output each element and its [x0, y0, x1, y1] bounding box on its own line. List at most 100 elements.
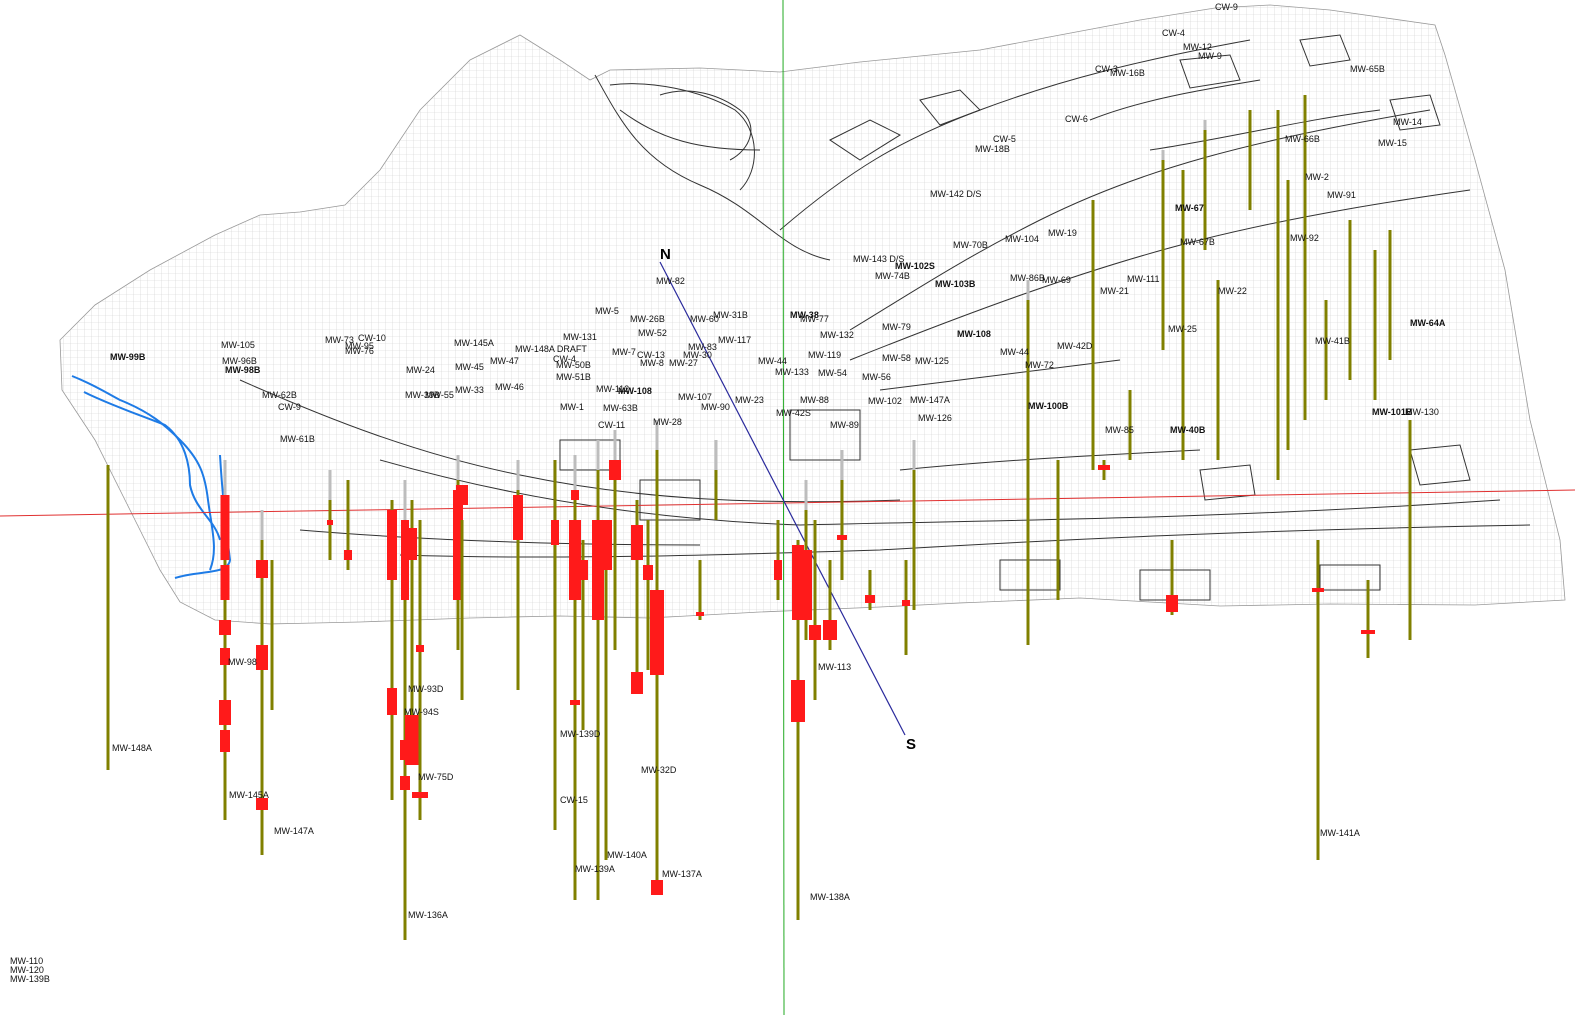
plan-label: CW-6: [1065, 114, 1088, 124]
plan-label: MW-102S: [895, 261, 935, 271]
borehole-casing: [106, 465, 110, 770]
borehole-screen: [570, 700, 580, 705]
plan-label: MW-79: [882, 322, 911, 332]
borehole: [219, 460, 231, 820]
plan-label: MW-92: [1290, 233, 1319, 243]
plan-label: MW-99B: [110, 352, 146, 362]
borehole: [1408, 420, 1412, 640]
plan-label: MW-130: [1405, 407, 1439, 417]
linework-path: [849, 109, 1431, 331]
section-line-ns: [659, 261, 906, 736]
well-depth-label: CW-15: [560, 795, 588, 805]
borehole-screen: [412, 792, 428, 798]
borehole-screen: [696, 612, 704, 616]
borehole-casing: [840, 480, 844, 580]
borehole-upper-segment: [912, 440, 916, 470]
borehole-casing: [270, 560, 274, 710]
plan-label: MW-111: [1127, 274, 1160, 284]
borehole-screen: [407, 528, 417, 560]
linework-path: [899, 449, 1201, 471]
borehole: [800, 480, 812, 640]
well-depth-label: MW-137A: [662, 869, 702, 879]
plan-label: MW-30: [683, 350, 712, 360]
plan-label: MW-145A: [454, 338, 494, 348]
borehole-casing: [1408, 420, 1412, 640]
plan-label: MW-26B: [630, 314, 665, 324]
plan-label: MW-74B: [875, 271, 910, 281]
well-depth-label: MW-147A: [274, 826, 314, 836]
borehole-casing: [1091, 200, 1095, 470]
borehole-casing: [828, 560, 832, 650]
plan-label: MW-58: [882, 353, 911, 363]
borehole: [631, 500, 643, 694]
borehole-casing: [1056, 460, 1060, 600]
borehole: [106, 465, 110, 770]
borehole-casing: [1366, 580, 1370, 658]
borehole-upper-segment: [1203, 120, 1207, 130]
plan-label: MW-42S: [776, 408, 811, 418]
borehole-casing: [1181, 170, 1185, 460]
borehole: [578, 540, 588, 730]
borehole-screen: [219, 620, 231, 635]
well-depth-label: MW-94S: [404, 707, 439, 717]
borehole-screen: [405, 715, 419, 765]
plan-label: CW-9: [1215, 2, 1238, 12]
plan-label: MW-76: [345, 346, 374, 356]
well-depth-label: MW-139D: [560, 729, 601, 739]
linework-path: [1389, 94, 1441, 131]
borehole: [569, 455, 581, 900]
borehole-casing: [613, 460, 617, 650]
linework-path: [1149, 109, 1381, 151]
linework-path: [879, 359, 1121, 391]
plan-label: MW-46: [495, 382, 524, 392]
borehole: [609, 430, 621, 650]
borehole-casing: [904, 560, 908, 655]
linework-path: [659, 90, 752, 161]
borehole: [1303, 95, 1307, 420]
plan-label: CW-10: [358, 333, 386, 343]
borehole-casing: [1316, 540, 1320, 860]
plan-label: MW-56: [862, 372, 891, 382]
borehole: [1373, 250, 1377, 400]
borehole: [256, 510, 268, 855]
plan-label: MW-38: [790, 310, 819, 320]
well-depth-label: MW-139A: [575, 864, 615, 874]
borehole: [456, 485, 468, 700]
borehole-screen: [219, 700, 231, 725]
well-depth-label: MW-140A: [607, 850, 647, 860]
plan-label: MW-65B: [1350, 64, 1385, 74]
plan-label: MW-54: [818, 368, 847, 378]
borehole: [1128, 390, 1132, 460]
borehole-casing: [714, 470, 718, 520]
borehole-casing: [1373, 250, 1377, 400]
borehole-casing: [516, 490, 520, 690]
vertical-axis-line: [782, 0, 785, 1015]
well-depth-label: MW-141A: [1320, 828, 1360, 838]
borehole-casing: [260, 540, 264, 855]
borehole: [1056, 460, 1060, 600]
borehole-casing: [1170, 540, 1174, 615]
plan-label: MW-82: [656, 276, 685, 286]
well-depth-label: MW-75D: [418, 772, 454, 782]
plan-label: MW-108: [618, 386, 652, 396]
linework-path: [239, 379, 901, 503]
plan-label: MW-67: [1175, 203, 1204, 213]
borehole: [513, 460, 523, 690]
borehole: [1276, 110, 1280, 480]
borehole-casing: [646, 520, 650, 670]
borehole-screen: [551, 520, 559, 545]
plan-label: MW-14: [1393, 117, 1422, 127]
borehole-casing: [328, 500, 332, 560]
plan-label: MW-22: [1218, 286, 1247, 296]
plan-label: MW-102: [868, 396, 902, 406]
borehole-casing: [1348, 220, 1352, 380]
plan-label: MW-31B: [713, 310, 748, 320]
borehole: [344, 480, 352, 570]
borehole: [643, 520, 653, 670]
borehole-screen: [456, 485, 468, 505]
plan-label: MW-139B: [10, 974, 50, 984]
plan-label: MW-52: [638, 328, 667, 338]
borehole: [714, 440, 718, 520]
